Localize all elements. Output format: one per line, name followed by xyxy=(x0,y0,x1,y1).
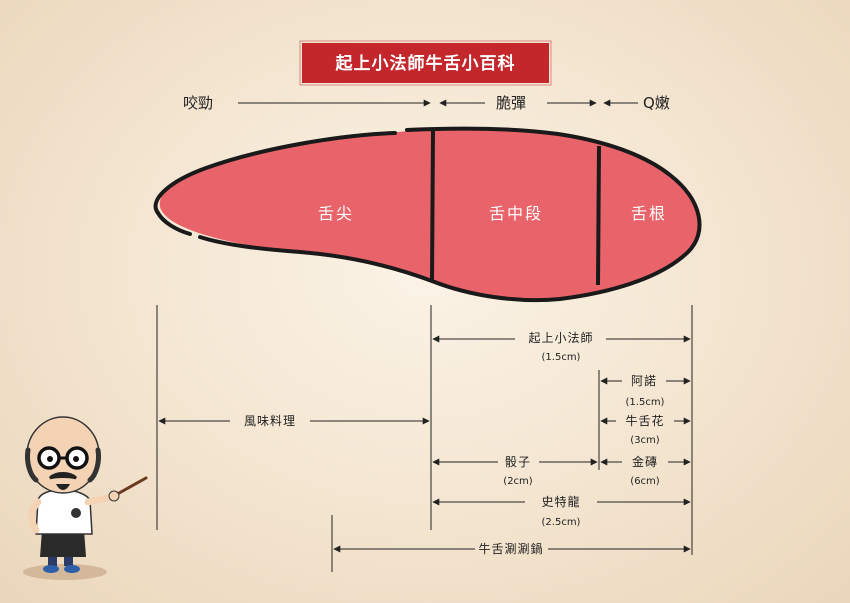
tongue-body xyxy=(159,128,700,300)
tongue-outline-lower xyxy=(198,235,434,283)
mascot-shirt-logo xyxy=(71,508,81,518)
cut-strong-name: 史特龍 xyxy=(541,494,580,509)
section-tip-label: 舌尖 xyxy=(318,204,354,223)
mascot-character xyxy=(23,416,148,580)
mascot-right-leg xyxy=(64,552,73,566)
mascot-hair-right xyxy=(87,447,101,483)
tongue-outline-upper xyxy=(153,131,397,215)
cut-qishang-name: 起上小法師 xyxy=(528,331,593,345)
page-title: 起上小法師牛舌小百科 xyxy=(335,53,516,74)
cut-qishang: 起上小法師 (1.5cm) xyxy=(432,331,691,363)
mascot-shadow xyxy=(23,564,107,580)
cut-dice-name: 骰子 xyxy=(505,455,531,469)
texture-tender-label: Q嫩 xyxy=(643,94,670,112)
cut-flower-name: 牛舌花 xyxy=(625,413,664,428)
cut-ano-size: (1.5cm) xyxy=(626,397,665,408)
section-root-label: 舌根 xyxy=(631,204,667,223)
tongue-outline-tip xyxy=(156,211,192,236)
cut-shabu: 牛舌涮涮鍋 xyxy=(333,541,691,556)
cut-flower-size: (3cm) xyxy=(630,435,660,446)
tongue-outline-top xyxy=(405,126,702,303)
title-banner-background xyxy=(302,43,549,83)
cut-qishang-size: (1.5cm) xyxy=(542,352,581,363)
cut-brick: 金磚 (6cm) xyxy=(600,454,691,487)
mascot-shirt xyxy=(35,489,93,535)
cut-brick-size: (6cm) xyxy=(630,476,660,487)
tongue-illustration: 舌尖 舌中段 舌根 xyxy=(153,126,702,303)
texture-crisp-label: 脆彈 xyxy=(496,94,526,112)
mascot-apron xyxy=(40,530,86,557)
mascot-right-shoe xyxy=(64,565,80,573)
section-middle-label: 舌中段 xyxy=(489,204,543,223)
cut-dice: 骰子 (2cm) xyxy=(432,455,598,487)
mascot-right-hand xyxy=(108,490,120,502)
mascot-left-leg xyxy=(48,552,57,566)
mascot-right-arm xyxy=(84,493,116,506)
mascot-left-arm xyxy=(28,498,42,534)
extension-lines xyxy=(156,305,693,572)
title-banner: 起上小法師牛舌小百科 xyxy=(299,40,552,86)
tongue-divider-tip-middle xyxy=(430,129,435,281)
cut-strong-size: (2.5cm) xyxy=(542,517,581,528)
mascot-left-shoe xyxy=(43,565,59,573)
tongue-divider-middle-root xyxy=(596,145,601,286)
cut-ano: 阿諾 (1.5cm) xyxy=(600,373,691,408)
cut-shabu-name: 牛舌涮涮鍋 xyxy=(478,541,543,556)
mascot-hair-left xyxy=(25,447,39,483)
mascot-eye-left xyxy=(47,456,53,462)
cut-flower: 牛舌花 (3cm) xyxy=(600,413,691,446)
cut-dice-size: (2cm) xyxy=(503,476,533,487)
mascot-mustache xyxy=(48,472,78,480)
mascot-eye-right xyxy=(73,456,79,462)
cut-strong: 史特龍 (2.5cm) xyxy=(432,494,691,528)
cut-ano-name: 阿諾 xyxy=(631,373,657,388)
texture-scale: 咬勁 脆彈 Q嫩 xyxy=(183,94,670,112)
cut-brick-name: 金磚 xyxy=(632,454,658,469)
cut-flavor-name: 風味料理 xyxy=(244,414,296,428)
texture-chewy-label: 咬勁 xyxy=(183,94,213,112)
cut-flavor: 風味料理 xyxy=(158,414,430,428)
mascot-beard xyxy=(56,484,70,490)
